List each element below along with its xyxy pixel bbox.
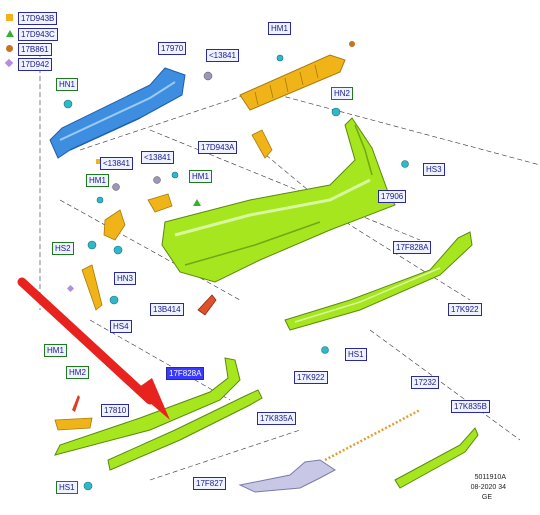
callout-hs4[interactable]: HS4 — [110, 320, 132, 333]
callout-hm2[interactable]: HM2 — [66, 366, 89, 379]
callout-13b414[interactable]: 13B414 — [150, 303, 184, 316]
callout-17f828a[interactable]: 17F828A — [393, 241, 432, 254]
callout-17k835b[interactable]: 17K835B — [451, 400, 490, 413]
reinforcement-beam — [49, 67, 186, 159]
triangle-marker-icon — [6, 30, 14, 37]
drawing-date: 08-2020 34 — [470, 484, 506, 491]
callout-hm1[interactable]: HM1 — [86, 174, 109, 187]
upper-diffuser-strip — [284, 231, 473, 331]
callout-17906[interactable]: 17906 — [378, 190, 407, 203]
clips — [63, 54, 409, 491]
circle-marker-icon — [6, 45, 13, 52]
legend-code: 17D943B — [18, 12, 58, 25]
callout-17f828a-highlighted[interactable]: 17F828A — [166, 367, 205, 380]
drawing-region: GE — [481, 494, 492, 501]
callout-17810[interactable]: 17810 — [101, 404, 130, 417]
red-arrow — [17, 277, 170, 420]
side-trim-strip — [394, 427, 479, 489]
bracket-left — [103, 209, 126, 241]
callout-hs3[interactable]: HS3 — [423, 163, 445, 176]
callout-hs1[interactable]: HS1 — [56, 481, 78, 494]
callout-17k835a[interactable]: 17K835A — [257, 412, 296, 425]
callout-hn2[interactable]: HN2 — [331, 87, 354, 100]
callout-hn3[interactable]: HN3 — [114, 272, 137, 285]
drawing-number: 5011910A — [474, 474, 506, 481]
legend-marker-circle-inline — [349, 41, 355, 47]
legend-code: 17D943C — [18, 28, 58, 41]
nuts — [112, 71, 213, 191]
callout-hm1[interactable]: HM1 — [189, 170, 212, 183]
bracket-red-lower — [72, 395, 80, 412]
legend-marker-square-inline — [96, 159, 101, 164]
callout-17d943a[interactable]: 17D943A — [198, 141, 238, 154]
bracket-vertical — [81, 264, 103, 311]
lower-trim-strip — [107, 389, 263, 471]
legend-code: 17D942 — [18, 58, 53, 71]
callout-17k922[interactable]: 17K922 — [448, 303, 482, 316]
bracket-mid — [147, 193, 173, 213]
legend-marker-diamond-inline — [66, 284, 75, 293]
callout-17f827[interactable]: 17F827 — [193, 477, 227, 490]
bracket-lower — [54, 417, 93, 431]
callout-hn1[interactable]: HN1 — [56, 78, 79, 91]
callout-17970[interactable]: 17970 — [158, 42, 187, 55]
callout-13841[interactable]: <13841 — [141, 151, 174, 164]
callout-17k922[interactable]: 17K922 — [294, 371, 328, 384]
reflector-red — [197, 294, 217, 316]
seal-strip — [324, 408, 421, 462]
callout-13841[interactable]: <13841 — [206, 49, 239, 62]
underbody-panel — [238, 459, 336, 493]
callout-17232[interactable]: 17232 — [411, 376, 440, 389]
callout-13841[interactable]: <13841 — [100, 157, 133, 170]
legend-marker-triangle-inline — [193, 199, 201, 206]
energy-absorber — [239, 54, 346, 111]
square-marker-icon — [6, 14, 13, 21]
legend-code: 17B861 — [18, 43, 52, 56]
callout-hs1[interactable]: HS1 — [345, 348, 367, 361]
callout-hm1[interactable]: HM1 — [268, 22, 291, 35]
lower-diffuser-strip — [54, 357, 241, 456]
callout-hm1[interactable]: HM1 — [44, 344, 67, 357]
bracket-top — [251, 129, 273, 159]
callout-hs2[interactable]: HS2 — [52, 242, 74, 255]
